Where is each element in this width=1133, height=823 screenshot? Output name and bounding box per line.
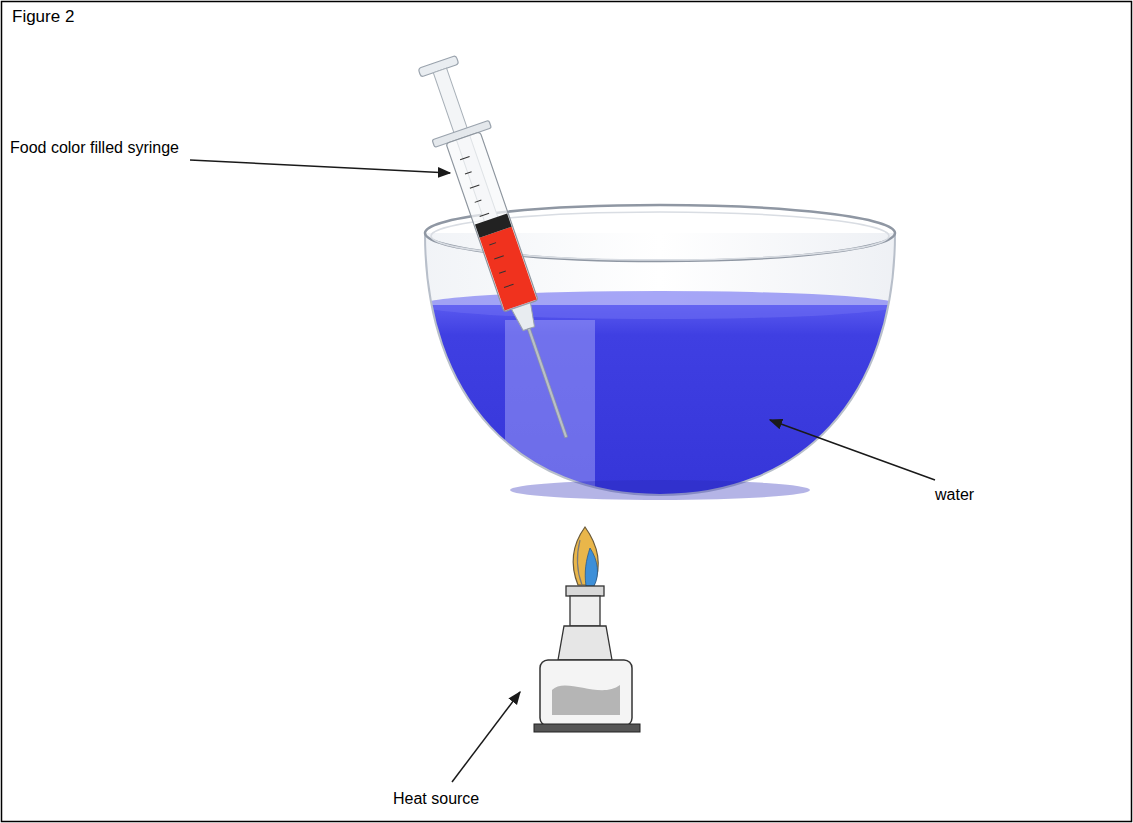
water-leader <box>770 420 935 480</box>
needle-hub <box>512 303 539 332</box>
dye-plume <box>505 320 595 490</box>
barrel-scale <box>460 157 513 288</box>
lamp-neck <box>558 626 612 660</box>
glass-bowl <box>420 205 900 505</box>
flame-outer <box>573 527 598 585</box>
figure-title: Figure 2 <box>12 7 74 27</box>
lamp-jar <box>540 660 632 726</box>
syringe-label: Food color filled syringe <box>10 139 179 157</box>
water-label: water <box>935 486 974 504</box>
wick-cap <box>566 586 604 596</box>
heat-source-label: Heat source <box>393 790 479 808</box>
barrel <box>446 132 538 312</box>
water-surface <box>420 291 900 319</box>
bowl-base-shadow <box>510 480 810 500</box>
flame-edge <box>578 540 582 585</box>
spirit-lamp <box>534 527 640 732</box>
syringe <box>409 52 595 447</box>
water-fill <box>420 291 900 505</box>
red-food-color <box>480 227 537 311</box>
lamp-base <box>534 724 640 732</box>
needle <box>527 328 567 438</box>
syringe-leader <box>190 160 450 173</box>
lamp-fuel <box>552 685 620 715</box>
wick-holder <box>570 596 600 626</box>
heat-leader <box>452 692 520 782</box>
flame-inner <box>585 548 597 586</box>
plunger-stopper <box>475 213 512 237</box>
water-body <box>420 305 900 505</box>
